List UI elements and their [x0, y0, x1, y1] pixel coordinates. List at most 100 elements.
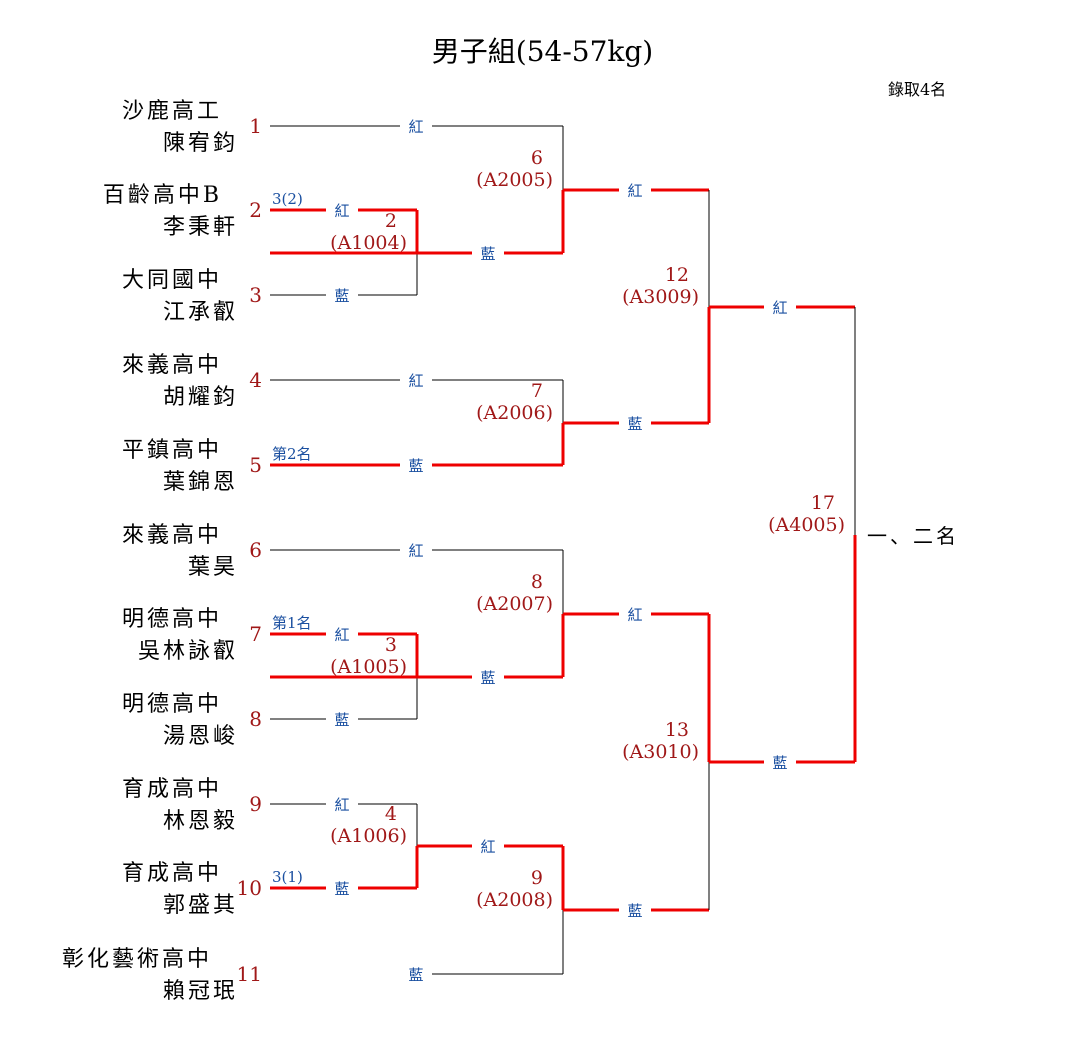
- corner-label-gap: [619, 604, 651, 624]
- entrant-seed: 2: [249, 198, 262, 222]
- corner-label-gap: [326, 709, 358, 729]
- entrant-seed: 5: [249, 453, 262, 477]
- red-corner-label: 紅: [408, 372, 423, 390]
- match-number: 9: [531, 867, 543, 889]
- corner-label-gap: [472, 243, 504, 263]
- entrant-seed: 1: [249, 114, 262, 138]
- entrant-name: 胡耀鈞: [163, 385, 238, 410]
- match-number: 6: [531, 147, 543, 169]
- red-corner-label: 紅: [334, 626, 349, 644]
- entrant-name: 郭盛其: [163, 893, 238, 918]
- entrant-seed: 11: [237, 962, 262, 986]
- entrant-name: 陳宥鈞: [163, 131, 238, 156]
- red-corner-label: 紅: [480, 838, 495, 856]
- entrant-school: 平鎮高中: [122, 438, 222, 463]
- entrant-school: 育成高中: [122, 777, 222, 802]
- corner-label-gap: [764, 297, 796, 317]
- entrant-name: 吳林詠叡: [138, 639, 238, 664]
- entrant-school: 明德高中: [122, 607, 222, 632]
- match-number: 17: [811, 492, 835, 514]
- entrant-school: 來義高中: [122, 523, 222, 548]
- quota-note: 錄取4名: [888, 80, 947, 99]
- match-number: 2: [385, 210, 397, 232]
- bracket-title: 男子組(54-57kg): [431, 35, 654, 68]
- blue-corner-label: 藍: [334, 711, 349, 729]
- blue-corner-label: 藍: [334, 287, 349, 305]
- result-note: 3(2): [272, 190, 303, 208]
- entrant-seed: 7: [249, 622, 262, 646]
- entrant-name: 湯恩峻: [163, 724, 238, 749]
- match-code: (A1006): [330, 825, 407, 847]
- corner-label-gap: [400, 116, 432, 136]
- corner-label-gap: [326, 285, 358, 305]
- match-code: (A1004): [330, 232, 407, 254]
- match-number: 4: [385, 803, 397, 825]
- red-corner-label: 紅: [627, 182, 642, 200]
- corner-label-gap: [619, 413, 651, 433]
- entrant-name: 林恩毅: [163, 809, 238, 834]
- entrant-seed: 8: [249, 707, 262, 731]
- blue-corner-label: 藍: [772, 754, 787, 772]
- entrant-school: 彰化藝術高中: [62, 947, 212, 972]
- corner-label-gap: [619, 900, 651, 920]
- blue-corner-label: 藍: [480, 245, 495, 263]
- red-corner-label: 紅: [627, 606, 642, 624]
- entrant-name: 江承叡: [163, 300, 238, 325]
- blue-corner-label: 藍: [627, 415, 642, 433]
- entrant-school: 來義高中: [122, 353, 222, 378]
- result-note: 第2名: [272, 445, 312, 463]
- match-number: 8: [531, 571, 543, 593]
- result-note: 3(1): [272, 868, 303, 886]
- entrant-seed: 6: [249, 538, 262, 562]
- red-corner-label: 紅: [408, 118, 423, 136]
- corner-label-gap: [400, 964, 432, 984]
- match-code: (A2007): [476, 593, 553, 615]
- corner-label-gap: [326, 624, 358, 644]
- result-note: 第1名: [272, 614, 312, 632]
- entrant-school: 百齡高中B: [103, 183, 222, 208]
- match-number: 13: [665, 719, 689, 741]
- entrant-seed: 3: [249, 283, 262, 307]
- match-code: (A3010): [622, 741, 699, 763]
- blue-corner-label: 藍: [480, 669, 495, 687]
- blue-corner-label: 藍: [334, 880, 349, 898]
- corner-label-gap: [764, 752, 796, 772]
- entrant-school: 育成高中: [122, 861, 222, 886]
- red-corner-label: 紅: [408, 542, 423, 560]
- match-number: 3: [385, 634, 397, 656]
- corner-label-gap: [472, 836, 504, 856]
- entrant-seed: 9: [249, 792, 262, 816]
- blue-corner-label: 藍: [408, 457, 423, 475]
- match-code: (A2008): [476, 889, 553, 911]
- match-code: (A2006): [476, 402, 553, 424]
- entrant-seed: 10: [237, 876, 262, 900]
- entrant-school: 大同國中: [122, 268, 222, 293]
- red-corner-label: 紅: [772, 299, 787, 317]
- entrant-seed: 4: [249, 368, 262, 392]
- match-number: 12: [665, 264, 689, 286]
- corner-label-gap: [619, 180, 651, 200]
- corner-label-gap: [400, 455, 432, 475]
- match-code: (A2005): [476, 169, 553, 191]
- corner-label-gap: [400, 370, 432, 390]
- entrant-name: 賴冠珉: [163, 979, 238, 1004]
- corner-label-gap: [400, 540, 432, 560]
- entrant-school: 沙鹿高工: [122, 99, 222, 124]
- red-corner-label: 紅: [334, 202, 349, 220]
- corner-label-gap: [326, 794, 358, 814]
- corner-label-gap: [326, 200, 358, 220]
- match-number: 7: [531, 380, 543, 402]
- match-code: (A1005): [330, 656, 407, 678]
- match-code: (A4005): [768, 514, 845, 536]
- blue-corner-label: 藍: [627, 902, 642, 920]
- red-corner-label: 紅: [334, 796, 349, 814]
- final-placing-label: 一、二名: [867, 524, 959, 548]
- corner-label-gap: [472, 667, 504, 687]
- entrant-name: 葉昊: [188, 555, 238, 580]
- entrant-name: 葉錦恩: [163, 470, 238, 495]
- match-code: (A3009): [622, 286, 699, 308]
- corner-label-gap: [326, 878, 358, 898]
- entrant-name: 李秉軒: [163, 215, 238, 240]
